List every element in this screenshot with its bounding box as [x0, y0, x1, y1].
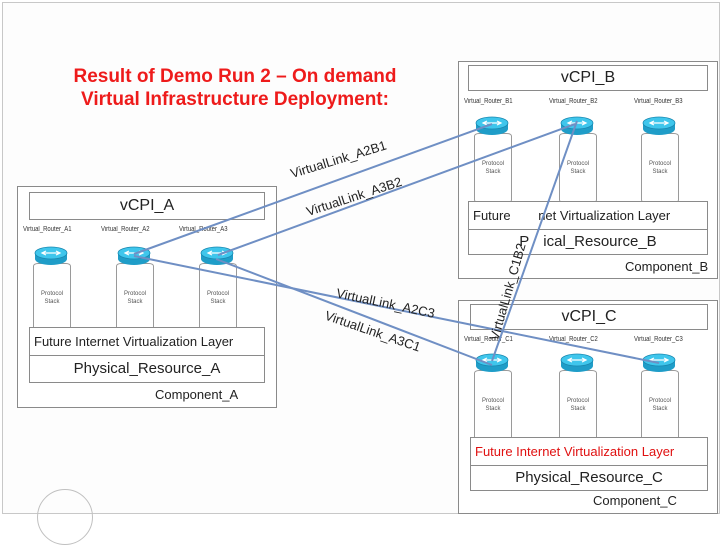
physical-resource-a: Physical_Resource_A: [29, 355, 265, 383]
layer-c-part-1: Future Internet: [475, 444, 561, 459]
router-icon-c2: [560, 353, 594, 372]
virtual-links-layer: [133, 120, 660, 366]
link-line-a3c1: [215, 258, 493, 366]
component-b-label: Component_B: [625, 259, 709, 274]
layer-c-part-3: Layer: [641, 444, 675, 459]
router-label-a2: Virtual_Router_A2: [101, 226, 150, 233]
vcpi-b-box: vCPI_B: [468, 65, 708, 91]
diagram-title-line-2: Virtual Infrastructure Deployment:: [81, 89, 389, 110]
layer-b-part-1: Future: [473, 208, 511, 223]
router-icon-b3: [642, 116, 676, 135]
link-line-a2c3: [133, 255, 660, 364]
link-line-a3b2: [217, 123, 576, 256]
diagram-title-line-1: Result of Demo Run 2 – On demand: [73, 66, 397, 87]
logo-partial: [37, 489, 93, 545]
virtualization-layer-a: Future Internet Virtualization Layer: [29, 327, 265, 357]
router-label-a1: Virtual_Router_A1: [23, 226, 72, 233]
link-line-c1b2: [491, 120, 578, 362]
component-a-label: Component_A: [155, 387, 239, 402]
router-label-b2: Virtual_Router_B2: [549, 98, 598, 105]
router-icon-a1: [34, 246, 68, 265]
layer-a-part-3: Layer: [200, 334, 234, 349]
virtualization-layer-c: Future Internet Virtualization Layer: [470, 437, 708, 467]
physical-resource-b-part-2: ical_Resource_B: [543, 233, 657, 250]
router-label-c1: Virtual_Router_C1: [464, 336, 513, 343]
layer-b-part-3: Virtualization Layer: [559, 208, 671, 223]
router-label-c2: Virtual_Router_C2: [549, 336, 598, 343]
router-label-b3: Virtual_Router_B3: [634, 98, 683, 105]
physical-resource-b-part-1: P: [519, 233, 530, 250]
layer-a-part-1: Future Internet: [34, 334, 120, 349]
component-c-label: Component_C: [593, 493, 677, 508]
router-label-c3: Virtual_Router_C3: [634, 336, 683, 343]
vcpi-c-box: vCPI_C: [470, 304, 708, 330]
physical-resource-c: Physical_Resource_C: [470, 465, 708, 491]
router-label-b1: Virtual_Router_B1: [464, 98, 513, 105]
layer-a-part-2: Virtualization: [122, 334, 198, 349]
layer-c-part-2: Virtualization: [563, 444, 639, 459]
link-line-a2b1: [133, 123, 493, 255]
virtualization-layer-b: Future net Virtualization Layer: [468, 201, 708, 231]
